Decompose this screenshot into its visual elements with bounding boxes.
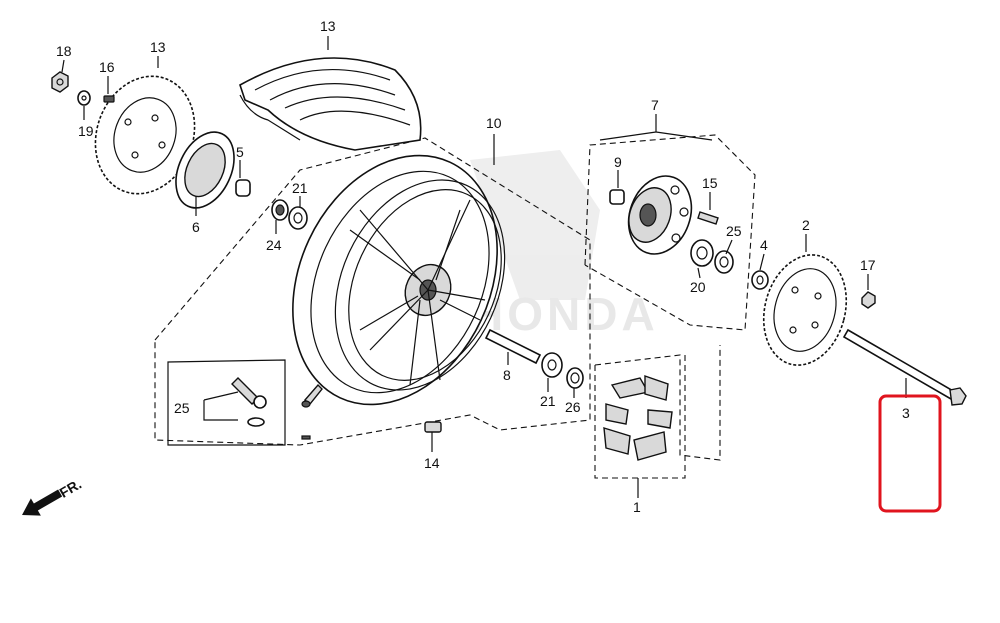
wheel-damper-rubbers: [603, 375, 673, 461]
seal-24: [566, 367, 584, 389]
label-part-3: 3: [902, 405, 910, 421]
label-part-5: 5: [236, 144, 244, 160]
label-part-7: 7: [651, 97, 659, 113]
washer-19: [77, 90, 91, 106]
hub-assembly-boundary: [584, 134, 756, 331]
seal-23: [271, 199, 289, 221]
part-labels: 13 13 18 16 19 6 5 21 24 10 7 9 15 25 20…: [56, 18, 910, 515]
label-part-9: 9: [614, 154, 622, 170]
bearing-20: [690, 239, 714, 267]
label-part-25: 25: [174, 400, 190, 416]
label-part-19: 19: [78, 123, 94, 139]
distance-collar-8: [484, 328, 542, 365]
wheel-assembly-boundary: [154, 137, 591, 446]
label-part-1: 1: [633, 499, 641, 515]
front-direction-arrow: FR.: [22, 476, 84, 516]
label-part-8: 8: [503, 367, 511, 383]
label-part-22: 25: [726, 223, 742, 239]
label-part-23: 24: [266, 237, 282, 253]
leader-lines: [61, 36, 907, 498]
collar-5: [235, 179, 251, 197]
balance-weight: [424, 421, 442, 433]
bearing-21-right: [541, 352, 563, 378]
nut-17: [861, 291, 876, 309]
stud-15: [697, 211, 719, 225]
valve-inset-frame: [167, 359, 286, 446]
rear-axle: [842, 328, 967, 406]
damper-frame: [594, 355, 686, 479]
label-part-10: 10: [486, 115, 502, 131]
label-part-4: 4: [760, 237, 768, 253]
tire-valve: [231, 377, 323, 440]
label-part-17: 17: [860, 257, 876, 273]
honda-watermark: HONDA: [470, 150, 659, 340]
watermark-text: HONDA: [470, 288, 659, 340]
label-part-24: 26: [565, 399, 581, 415]
driven-sprocket: [762, 254, 848, 366]
label-part-11: 13: [320, 18, 336, 34]
dust-seal: [175, 131, 235, 209]
rear-wheel: [292, 154, 506, 406]
label-part-21-right: 21: [540, 393, 556, 409]
label-part-2: 2: [802, 217, 810, 233]
bearing-9: [609, 189, 625, 205]
seal-22: [714, 250, 734, 274]
tire: [239, 57, 422, 151]
label-part-21-left: 21: [292, 180, 308, 196]
nut-18: [51, 71, 69, 93]
label-part-16: 16: [99, 59, 115, 75]
label-part-6: 6: [192, 219, 200, 235]
final-driven-flange: [627, 175, 693, 255]
label-part-20: 20: [690, 279, 706, 295]
damper-boundary: [594, 345, 721, 461]
bearing-21-left: [288, 206, 308, 230]
label-part-14: 14: [424, 455, 440, 471]
bolt-16: [103, 95, 115, 103]
label-part-18: 18: [56, 43, 72, 59]
label-part-15: 15: [702, 175, 718, 191]
collar-4: [751, 270, 769, 290]
part-3-highlight: [878, 394, 942, 513]
label-part-13: 13: [150, 39, 166, 55]
